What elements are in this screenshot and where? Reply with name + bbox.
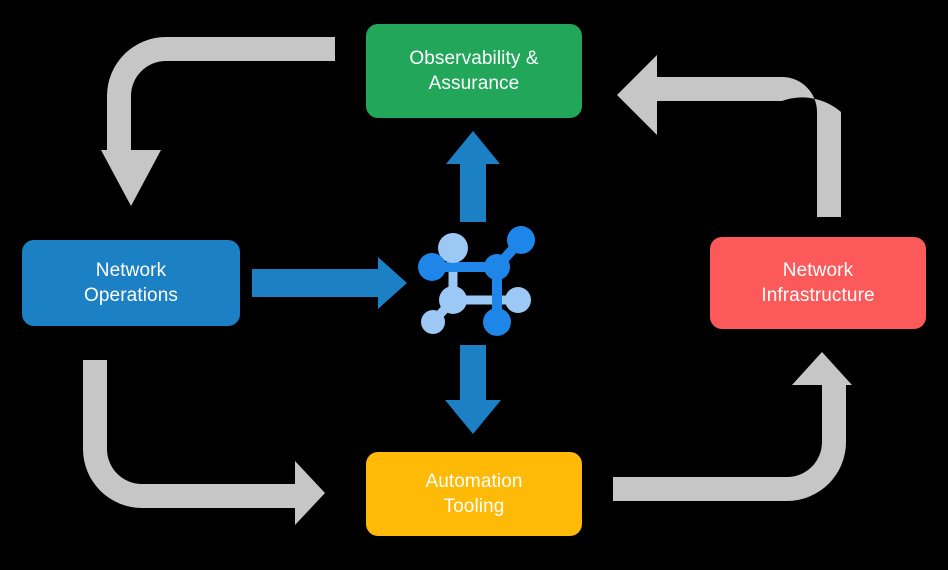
arrow-observability-to-operations <box>101 37 335 206</box>
node-box-network-operations[interactable]: Network Operations <box>22 240 240 326</box>
arrow-center-to-automation <box>445 345 501 434</box>
arrow-operations-to-center <box>252 257 407 309</box>
arrow-center-to-observability <box>446 131 500 222</box>
arrow-operations-to-automation <box>83 360 325 525</box>
node-label-observability: Observability & Assurance <box>409 47 539 94</box>
topology-node-light-mid <box>439 286 467 314</box>
topology-node-light-right <box>505 287 531 313</box>
network-topology-icon <box>418 226 535 336</box>
topology-node-light-top <box>438 233 468 263</box>
node-box-observability[interactable]: Observability & Assurance <box>366 24 582 118</box>
topology-node-dark-hub <box>484 254 510 280</box>
node-box-network-infrastructure[interactable]: Network Infrastructure <box>710 237 926 329</box>
node-label-network-operations: Network Operations <box>84 259 178 306</box>
arrow-infrastructure-to-observability <box>617 55 841 217</box>
node-label-network-infrastructure: Network Infrastructure <box>761 259 875 306</box>
topology-node-light-bottom-left <box>421 310 445 334</box>
topology-node-dark-bottom <box>483 308 511 336</box>
topology-node-dark-left <box>418 253 446 281</box>
arrow-automation-to-infrastructure <box>613 352 852 501</box>
topology-node-dark-top-right <box>507 226 535 254</box>
node-label-automation-tooling: Automation Tooling <box>425 470 523 517</box>
node-box-automation-tooling[interactable]: Automation Tooling <box>366 452 582 536</box>
